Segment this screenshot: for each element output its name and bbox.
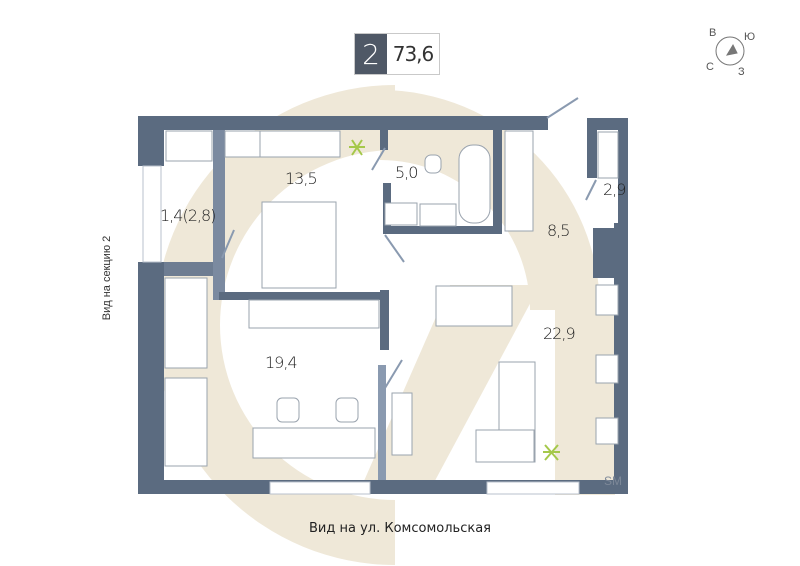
- plant-icons: [349, 139, 560, 461]
- wardrobe: [248, 299, 380, 329]
- sofa-chaise: [475, 429, 535, 463]
- single-bed-2: [164, 377, 208, 467]
- toilet: [424, 154, 442, 174]
- single-bed-1: [164, 277, 208, 369]
- compass-west: З: [738, 66, 745, 78]
- room-area-hallway: 8,5: [547, 221, 570, 240]
- windows: [142, 165, 580, 495]
- room-area-balcony: 1,4(2,8): [160, 206, 216, 225]
- sink: [419, 203, 457, 227]
- room-area-bedroom: 13,5: [285, 169, 318, 188]
- shower: [597, 131, 619, 179]
- total-area: 73,6: [387, 34, 439, 74]
- chair-2: [335, 397, 359, 423]
- room-area-kitchen-living: 22,9: [543, 324, 576, 343]
- dining-table: [435, 285, 513, 327]
- compass-north: С: [706, 61, 714, 73]
- doors: [221, 97, 597, 389]
- room-area-children-room: 19,4: [265, 353, 298, 372]
- bedroom-shelf: [224, 130, 261, 158]
- cooktop: [595, 417, 619, 445]
- washing-machine: [384, 202, 418, 226]
- desk: [252, 427, 376, 459]
- compass-south: Ю: [744, 31, 756, 43]
- double-bed: [261, 201, 337, 289]
- room-area-wc: 2,9: [603, 180, 626, 199]
- hanger-rack: [391, 392, 413, 456]
- apartment-badge: 2 73,6: [354, 33, 440, 75]
- bedroom-wardrobe: [259, 130, 341, 158]
- furniture: [164, 130, 619, 467]
- compass-east: В: [709, 27, 717, 39]
- compass-icon: [715, 36, 745, 66]
- bottom-view-caption: Вид на ул. Комсомольская: [309, 521, 491, 536]
- chair-1: [276, 397, 300, 423]
- hallway-wardrobe: [504, 130, 534, 232]
- rooms-count: 2: [355, 34, 387, 74]
- watermark-sm: SM: [604, 474, 622, 488]
- room-area-bathroom: 5,0: [395, 163, 418, 182]
- side-view-caption: Вид на секцию 2: [101, 235, 113, 321]
- fridge: [595, 284, 619, 316]
- bathtub: [458, 144, 491, 224]
- kitchen-sink: [595, 354, 619, 384]
- balcony-shelf: [165, 130, 213, 162]
